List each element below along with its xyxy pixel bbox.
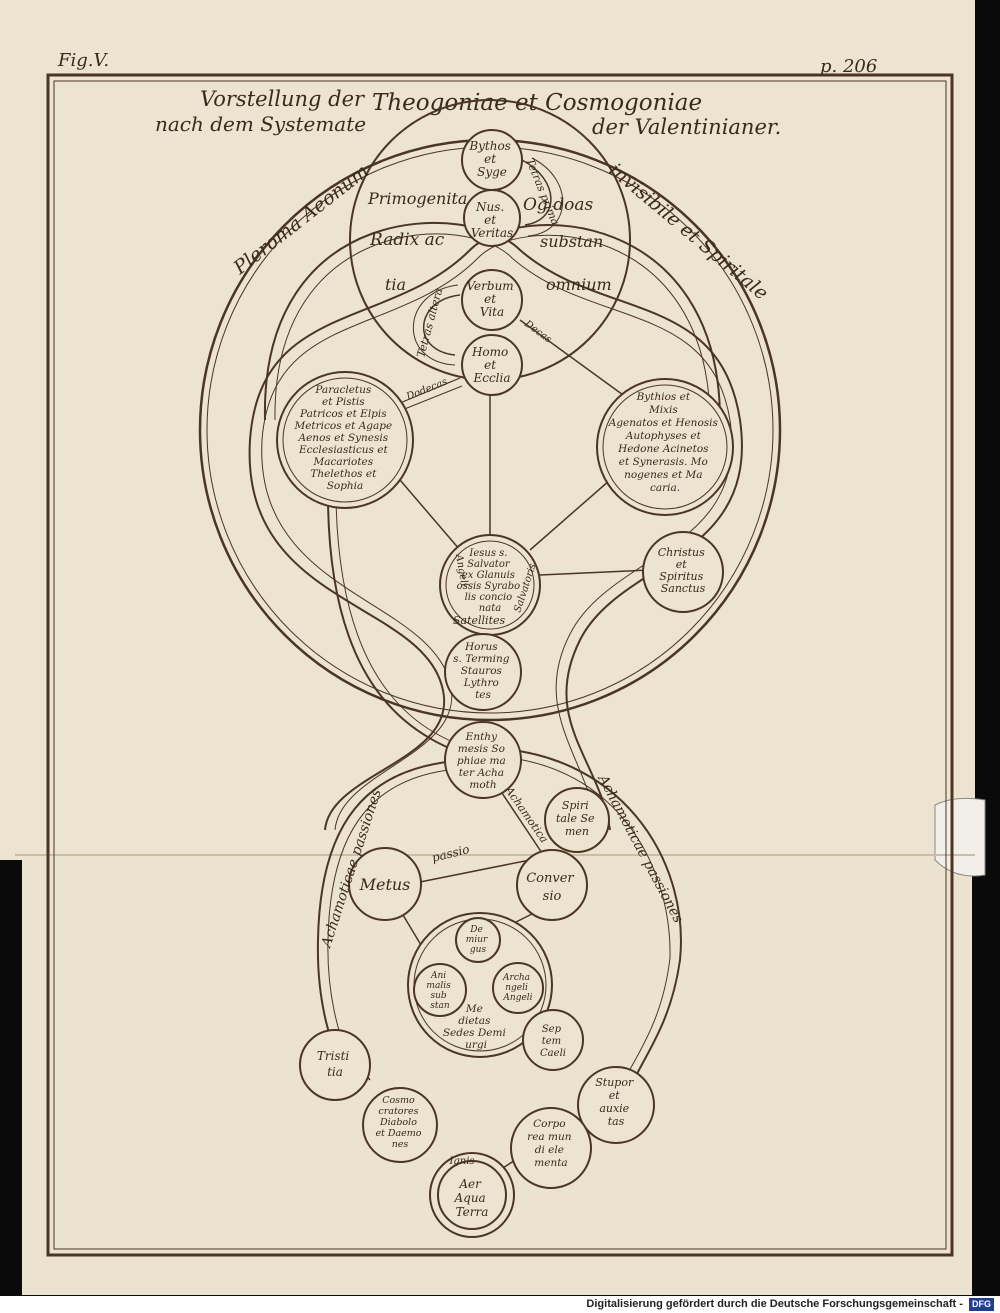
text-archangeli: Archa ngeli Angeli [502, 973, 533, 1003]
scan-background-right [975, 0, 1000, 800]
text-bythios: Bythios et Mixis Agenatos et Henosis Aut… [608, 391, 722, 494]
label-primogenita: Primogenita [367, 189, 467, 208]
circle-spiritale [544, 787, 610, 853]
text-medietas: Me dietas Sedes Demi urgi [443, 1003, 509, 1051]
text-paracletus: Paracletus et Pistis Patricos et Elpis M… [293, 384, 395, 492]
tetras-prima-arc [521, 159, 552, 226]
dodecas-band [399, 377, 461, 404]
text-animalis: Ani malis sub stan [426, 971, 453, 1011]
label-tia: tia [385, 275, 406, 294]
text-elements: Aer Aqua Terra [453, 1177, 489, 1219]
text-cosmocratores: Cosmo cratores Diabolo et Daemo nes [375, 1095, 424, 1150]
band-left-upper-inner [261, 234, 711, 831]
label-radix: Radix ac [369, 230, 445, 250]
text-jesus: Iesus s. Salvator ex Glanuis ossis Syrab… [457, 548, 524, 614]
circle-paracletus-inner [282, 377, 408, 503]
label-satellites: Satellites [453, 614, 506, 627]
circle-nus [463, 189, 521, 247]
text-spiritale: Spiri tale Se men [556, 799, 598, 838]
label-omnium: omnium [546, 275, 612, 294]
circle-metus [348, 847, 422, 921]
circle-homo [461, 334, 523, 396]
digitization-footer: Digitalisierung gefördert durch die Deut… [0, 1296, 1000, 1313]
plate-frame-outer [46, 73, 954, 1257]
circle-verbum [461, 269, 523, 331]
text-stupor: Stupor et auxie tas [595, 1076, 636, 1128]
circle-septem [522, 1009, 584, 1071]
label-ogdoas: Og doas [523, 195, 593, 215]
text-homo: Homo et Ecclia [471, 345, 512, 385]
circle-jesus-inner [445, 540, 535, 630]
circle-elements-inner [437, 1160, 507, 1230]
circle-demiurgus [455, 917, 501, 963]
text-septem: Sep tem Caeli [540, 1024, 566, 1059]
band-lower-right-inner [479, 755, 671, 1086]
label-substantia: substan [540, 232, 603, 251]
circle-christus [642, 531, 724, 613]
text-metus: Metus [359, 875, 411, 894]
text-bythos: Bythos et Syge [468, 139, 514, 179]
text-tristitia: Tristi tia [317, 1049, 353, 1079]
circle-tristitia [299, 1029, 371, 1101]
text-demiurgus: De miur gus [466, 925, 490, 955]
title-line1-a: Vorstellung der [200, 87, 366, 111]
tetras-altera-arc [423, 294, 461, 356]
circle-stupor [577, 1066, 655, 1144]
band-lower-right [479, 747, 682, 1091]
tetras-altera-arc-inner [412, 284, 459, 366]
text-nus: Nus. et Veritas [471, 200, 513, 240]
circle-bythios [596, 378, 734, 516]
fold-flap [934, 797, 986, 877]
circle-enthymesis [444, 721, 522, 799]
figure-number: Fig.V. [57, 50, 109, 71]
band-right-upper-inner [274, 233, 733, 831]
band-left-upper [248, 224, 721, 831]
text-ignis: Ignis [448, 1156, 474, 1167]
circle-animalis [413, 963, 467, 1017]
circle-medietas-outer [407, 912, 553, 1058]
dfg-logo: DFG [969, 1297, 994, 1311]
text-enthymesis: Enthy mesis So phiae ma ter Acha moth [457, 731, 509, 791]
circle-archangeli [492, 962, 544, 1014]
circle-paracletus [276, 371, 414, 509]
title-line2-a: nach dem Systemate [155, 112, 366, 136]
text-verbum: Verbum et Vita [466, 279, 517, 319]
text-conversio: Conver sio [526, 871, 578, 904]
text-horus: Horus s. Terming Stauros Lythro tes [453, 641, 513, 701]
band-right-upper [263, 222, 743, 831]
circle-conversio [516, 849, 588, 921]
circle-cosmocratores [362, 1087, 438, 1163]
dodecas-band-inner [401, 385, 463, 411]
circle-corporea [510, 1107, 592, 1189]
footer-text: Digitalisierung gefördert durch die Deut… [586, 1298, 963, 1310]
connector-lines [334, 319, 651, 1171]
circle-horus [444, 633, 522, 711]
title-line2-b: der Valentinianer. [592, 115, 781, 139]
plate-frame-inner [53, 80, 947, 1250]
circle-bythios-inner [602, 384, 728, 510]
tetras-prima-arc-inner [527, 157, 564, 237]
title-line1-b: Theogoniae et Cosmogoniae [372, 90, 702, 116]
page-number: p. 206 [820, 56, 877, 77]
text-christus: Christus et Spiritus Sanctus [658, 546, 709, 595]
text-corporea: Corpo rea mun di ele menta [527, 1118, 575, 1169]
